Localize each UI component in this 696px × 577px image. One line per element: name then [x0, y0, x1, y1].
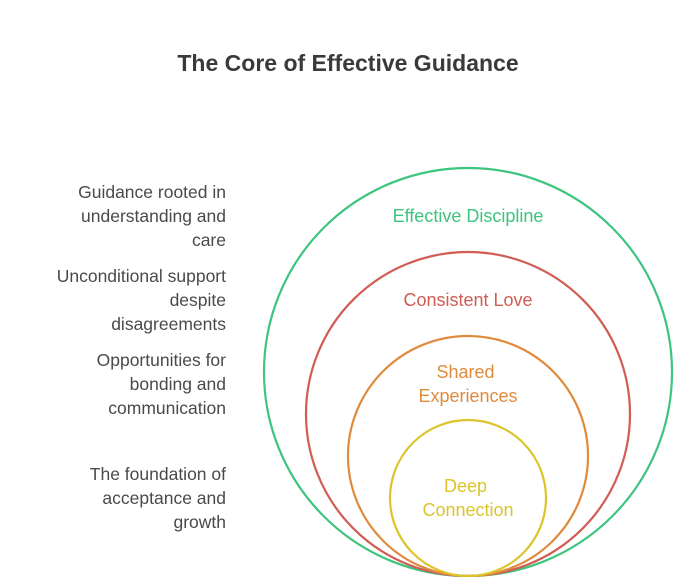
description-line: care	[191, 230, 226, 250]
description-line: understanding and	[81, 206, 226, 226]
description-effective-discipline: Guidance rooted in understanding and car…	[6, 180, 226, 252]
description-line: Unconditional support	[56, 266, 226, 286]
description-line: The foundation of	[89, 464, 226, 484]
ring-label-deep-connection: Deep Connection	[422, 476, 513, 520]
ring-label-line: Shared	[436, 362, 494, 382]
description-line: acceptance and	[102, 488, 226, 508]
description-line: communication	[108, 398, 226, 418]
description-line: bonding and	[129, 374, 226, 394]
description-line: disagreements	[111, 314, 226, 334]
ring-label-consistent-love: Consistent Love	[403, 290, 532, 310]
ring-label-line: Connection	[422, 500, 513, 520]
ring-label-line: Deep	[444, 476, 487, 496]
ring-label-line: Effective Discipline	[393, 206, 544, 226]
ring-label-effective-discipline: Effective Discipline	[393, 206, 544, 226]
diagram-title: The Core of Effective Guidance	[177, 50, 519, 76]
description-line: Opportunities for	[96, 350, 226, 370]
ring-label-line: Consistent Love	[403, 290, 532, 310]
description-line: Guidance rooted in	[78, 182, 226, 202]
description-deep-connection: The foundation of acceptance and growth	[6, 462, 226, 534]
description-line: despite	[169, 290, 226, 310]
ring-label-shared-experiences: Shared Experiences	[418, 362, 517, 406]
ring-deep-connection	[388, 418, 548, 577]
description-consistent-love: Unconditional support despite disagreeme…	[6, 264, 226, 336]
description-line: growth	[173, 512, 226, 532]
ring-label-line: Experiences	[418, 386, 517, 406]
description-shared-experiences: Opportunities for bonding and communicat…	[6, 348, 226, 420]
